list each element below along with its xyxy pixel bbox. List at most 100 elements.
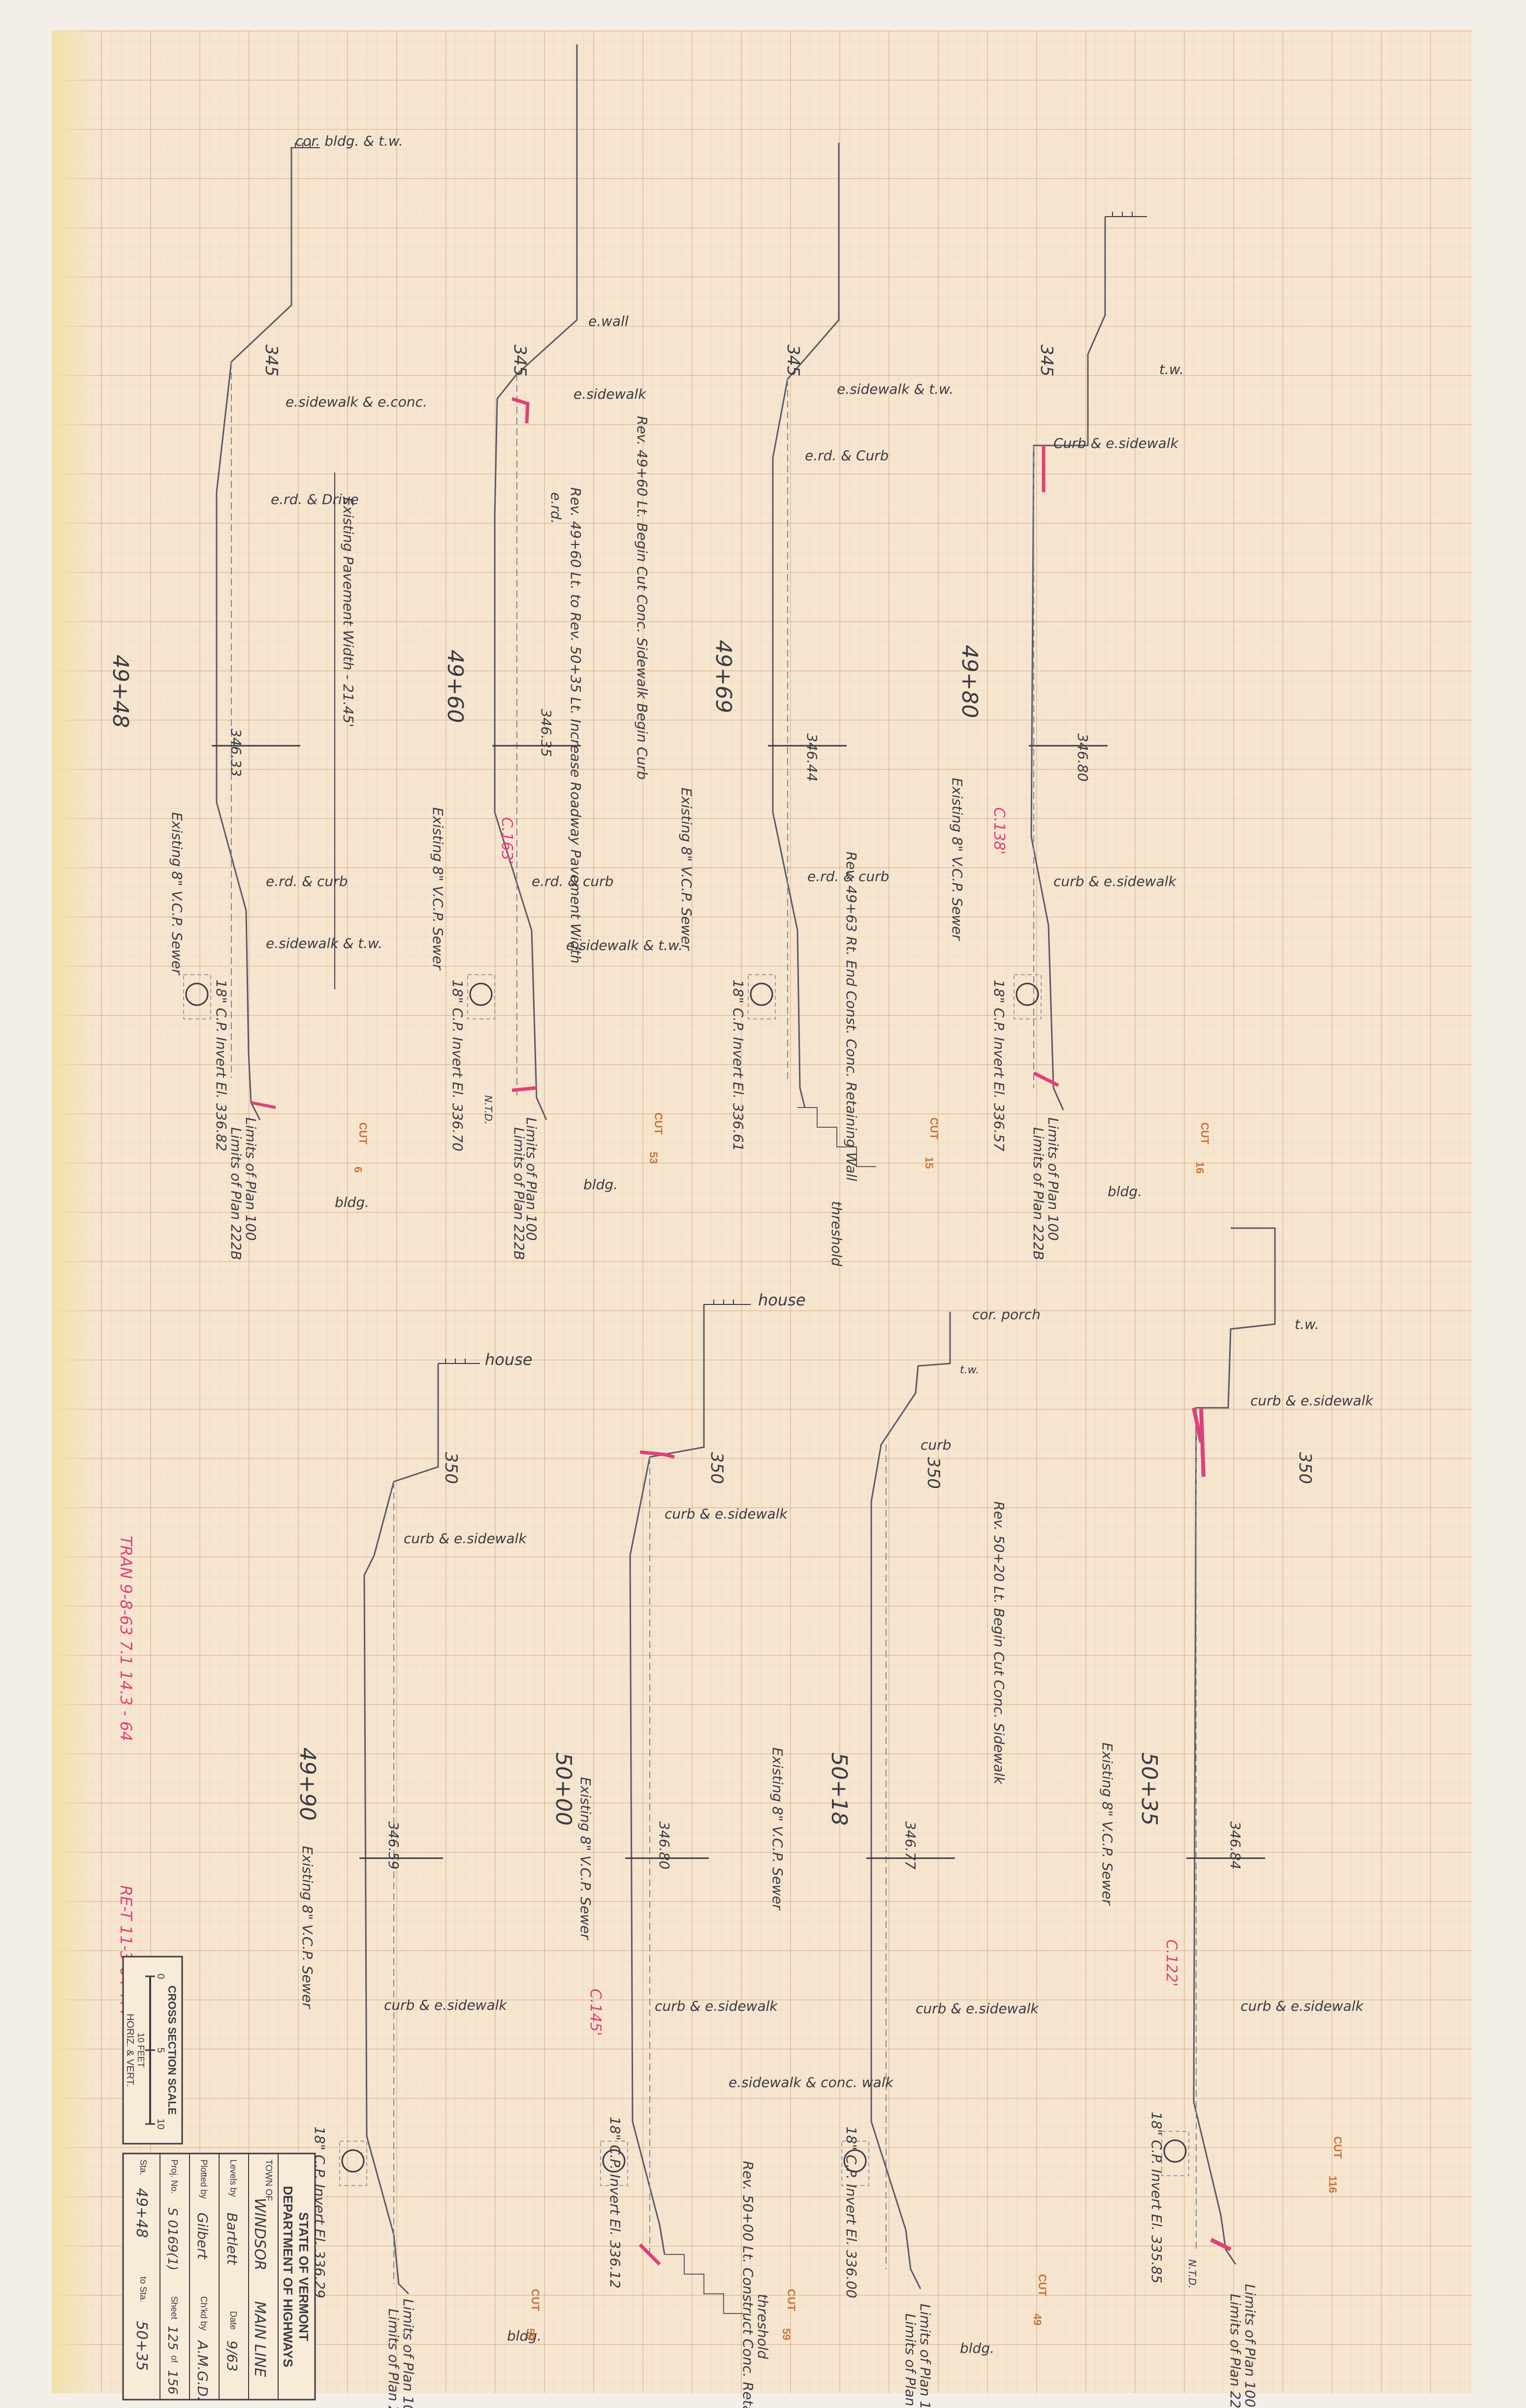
- chainage: C.145': [587, 1989, 604, 2036]
- note: e.sidewalk: [573, 386, 647, 402]
- scale-unit: 10 FEET: [136, 2032, 146, 2067]
- note: 18" C.P. Invert El. 336.12: [607, 2117, 623, 2288]
- chainage: C.163': [498, 817, 515, 864]
- station-label: 49+48: [108, 655, 133, 728]
- note: Limits of Plan 222B: [902, 2313, 919, 2408]
- note: Limits of Plan 100: [917, 2304, 933, 2408]
- note: curb & e.sidewalk: [655, 1998, 778, 2014]
- note: 18" C.P. Invert El. 336.57: [991, 980, 1007, 1151]
- note: t.w.: [1159, 361, 1184, 378]
- pipe-circle-symbol: [1016, 982, 1039, 1006]
- section-50-35: t.w. curb & e.sidewalk 346.84 50+35 350 …: [1099, 1227, 1374, 2408]
- centerline-elevation: 346.59: [385, 1821, 402, 1869]
- note: curb & e.sidewalk: [1053, 873, 1177, 889]
- note: Limits of Plan 222B: [385, 2309, 402, 2408]
- note: threshold: [755, 2294, 771, 2359]
- cut-label: CUT: [785, 2289, 797, 2312]
- pipe-circle-symbol: [185, 982, 209, 1006]
- cut-label: CUT: [1199, 1122, 1211, 1145]
- scale-heading: CROSS SECTION SCALE: [166, 1986, 178, 2115]
- section-50-18: cor. porch t.w. curb Rev. 50+20 Lt. Begi…: [729, 1306, 1049, 2408]
- note: N.T.D.: [482, 1095, 494, 1124]
- note: curb: [921, 1437, 951, 1453]
- cut-value: 59: [780, 2328, 793, 2340]
- cut-value: 49: [1031, 2313, 1044, 2325]
- note: Existing 8" V.C.P. Sewer: [949, 778, 965, 941]
- note: Rev. 49+60 Lt. to Rev. 50+35 Lt. Increas…: [568, 487, 584, 964]
- sheet-label: Sheet: [169, 2296, 179, 2319]
- cut-label: CUT: [652, 1112, 665, 1135]
- scale-axis: HORIZ. & VERT.: [125, 2014, 135, 2087]
- pipe-circle-symbol: [341, 2149, 365, 2173]
- station-label: 50+35: [1137, 1752, 1162, 1826]
- cut-value: 59: [524, 2328, 537, 2340]
- pipe-circle-symbol: [602, 2149, 626, 2173]
- sheet-total: 156: [165, 2370, 180, 2395]
- to-sta-label: to Sta.: [138, 2277, 148, 2302]
- date-label: Date: [228, 2311, 238, 2330]
- note: Limits of Plan 222B: [511, 1127, 527, 1260]
- title-state: STATE OF VERMONT: [296, 2212, 311, 2341]
- station-label: 49+90: [295, 1747, 320, 1821]
- note: Limits of Plan 100: [1045, 1117, 1061, 1241]
- cut-label: CUT: [1036, 2274, 1049, 2297]
- note: Curb & e.sidewalk: [1053, 435, 1179, 451]
- section-49-90: house curb & e.sidewalk 346.59 49+90 350…: [295, 1350, 541, 2408]
- elevation-top: 350: [441, 1452, 461, 1484]
- sta-to: 50+35: [133, 2321, 150, 2371]
- levels-label: Levels by: [228, 2159, 238, 2197]
- date-value: 9/63: [224, 2341, 240, 2372]
- note: bldg.: [1108, 1183, 1142, 1200]
- note: N.T.D.: [1186, 2259, 1198, 2288]
- checked-value: A.M.G.D.: [194, 2340, 211, 2401]
- centerline-elevation: 346.35: [538, 709, 554, 757]
- section-49-69: e.sidewalk & t.w. e.rd. & Curb Rev. 49+6…: [634, 143, 954, 1267]
- scale-tick: 10: [155, 2119, 166, 2129]
- town-value: WINDSOR: [251, 2198, 268, 2271]
- centerline-elevation: 346.80: [656, 1821, 672, 1869]
- elevation-top: 350: [707, 1452, 727, 1484]
- ground-hatch-symbol: [290, 143, 1147, 1364]
- sheet-value: 125: [165, 2326, 180, 2350]
- station-label: 49+60: [443, 650, 468, 723]
- centerline-elevation: 346.33: [228, 729, 244, 777]
- note: Existing 8" V.C.P. Sewer: [577, 1777, 594, 1940]
- note: e.wall: [588, 313, 629, 329]
- note: cor. porch: [972, 1306, 1041, 1323]
- station-label: 49+69: [711, 640, 736, 713]
- town-label: TOWN OF: [264, 2159, 274, 2201]
- route-value: MAIN LINE: [251, 2301, 268, 2377]
- scale-tick: 0: [155, 1973, 166, 1979]
- title-department: DEPARTMENT OF HIGHWAYS: [281, 2186, 295, 2367]
- cut-value: 16: [1194, 1162, 1206, 1173]
- note: e.rd. & curb: [266, 873, 348, 889]
- station-label: 50+00: [551, 1752, 576, 1826]
- chainage: C.122': [1163, 1939, 1180, 1987]
- note: bldg.: [335, 1194, 369, 1210]
- pipe-circle-symbol: [750, 982, 773, 1006]
- note: bldg.: [960, 2340, 994, 2356]
- note: t.w.: [960, 1364, 979, 1376]
- note: t.w.: [1295, 1316, 1319, 1332]
- note: 18" C.P. Invert El. 336.70: [449, 980, 466, 1151]
- proj-label: Proj. No.: [169, 2159, 179, 2194]
- cut-value: 15: [923, 1157, 935, 1169]
- elevation-top: 345: [1037, 345, 1056, 377]
- note: 18" C.P. Invert El. 335.85: [1148, 2112, 1165, 2283]
- centerline-elevation: 346.44: [804, 733, 820, 782]
- centerline-elevation: 346.77: [902, 1821, 919, 1869]
- note: house: [485, 1350, 533, 1369]
- elevation-top: 345: [510, 345, 530, 377]
- section-49-60: e.wall e.sidewalk e.rd. Rev. 49+60 Lt. t…: [430, 44, 683, 1260]
- levels-value: Bartlett: [224, 2213, 240, 2265]
- note: e.rd. & curb: [807, 868, 889, 885]
- note: 18" C.P. Invert El. 336.61: [730, 980, 746, 1151]
- note: Existing 8" V.C.P. Sewer: [678, 788, 695, 951]
- note: Limits of Plan 222B: [1030, 1127, 1047, 1260]
- note: Rev. 50+00 Lt. Construct Conc. Retaining…: [740, 2161, 756, 2408]
- note: bldg.: [507, 2328, 541, 2344]
- note: curb & e.sidewalk: [384, 1997, 508, 2013]
- note: curb & e.sidewalk: [1250, 1393, 1374, 1409]
- note: Existing 8" V.C.P. Sewer: [299, 1846, 316, 2009]
